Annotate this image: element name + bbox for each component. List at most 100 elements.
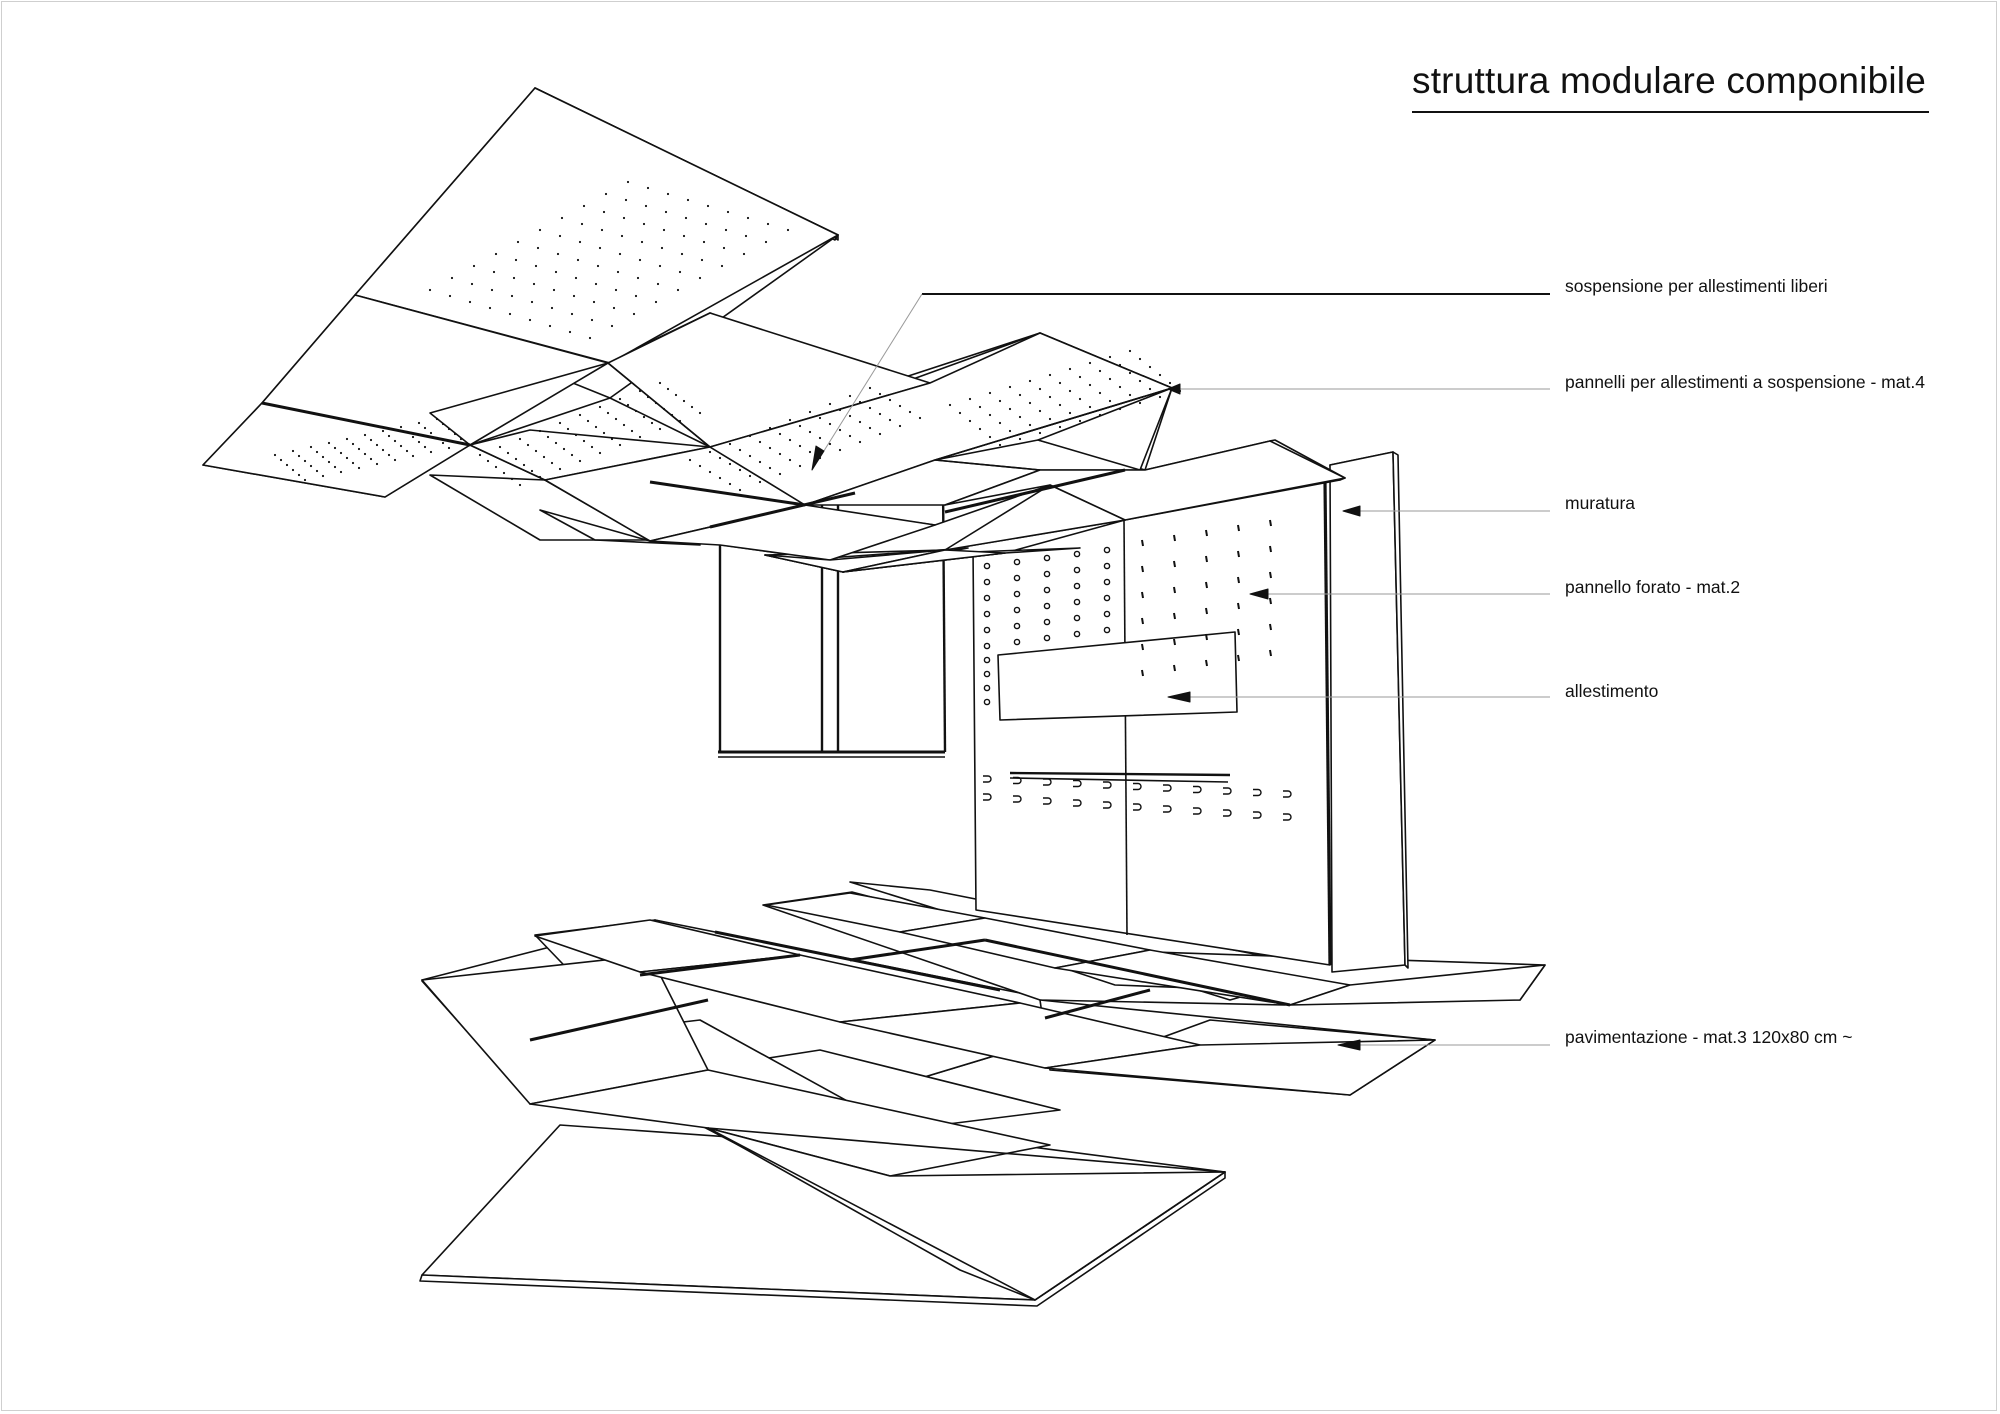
perforation-dot: [610, 324, 614, 328]
perforation-dot: [722, 246, 726, 250]
perforation-dot: [738, 468, 742, 472]
perforation-dot: [369, 438, 373, 442]
perforation-dot: [554, 441, 558, 445]
perforation-dot: [888, 418, 892, 422]
perforation-dot: [468, 300, 472, 304]
perforation-dot: [417, 440, 421, 444]
perforation-dot: [690, 405, 694, 409]
hook-icon: [1073, 799, 1082, 807]
perforation-dot: [602, 431, 606, 435]
perforation-dot: [918, 416, 922, 420]
perforation-dot: [708, 450, 712, 454]
perforation-dot: [678, 419, 682, 423]
peg-slit: [1141, 591, 1144, 599]
perforation-dot: [818, 416, 822, 420]
perforation-dot: [309, 464, 313, 468]
perforation-dot: [654, 300, 658, 304]
perforation-dot: [428, 288, 432, 292]
perforation-dot: [309, 445, 313, 449]
perforation-dot: [594, 425, 598, 429]
perforation-dot: [698, 276, 702, 280]
perforation-dot: [678, 270, 682, 274]
perforation-dot: [626, 180, 630, 184]
callout-display: allestimento: [1565, 681, 1659, 701]
perforation-dot: [748, 454, 752, 458]
perforation-dot: [650, 421, 654, 425]
perforation-dot: [1008, 407, 1012, 411]
perforation-dot: [1118, 407, 1122, 411]
perforation-dot: [908, 410, 912, 414]
floor-seams: [529, 930, 1291, 1042]
perforation-dot: [748, 434, 752, 438]
perforation-dot: [291, 449, 295, 453]
perforation-dot: [828, 442, 832, 446]
perforation-dot: [327, 441, 331, 445]
perforation-dot: [788, 458, 792, 462]
perforation-dot: [1158, 373, 1162, 377]
perforation-dot: [658, 381, 662, 385]
peg-hole: [983, 684, 991, 692]
perforation-dot: [578, 413, 582, 417]
peg-hole: [1103, 578, 1111, 586]
perforation-dot: [393, 439, 397, 443]
perforation-dot: [1068, 367, 1072, 371]
perforation-dot: [788, 438, 792, 442]
hook-icon: [983, 793, 992, 801]
perforation-dot: [1068, 389, 1072, 393]
perforation-dot: [988, 413, 992, 417]
perforation-dot: [1088, 361, 1092, 365]
perforation-dot: [626, 403, 630, 407]
perforation-dot: [514, 457, 518, 461]
perforation-dot: [572, 294, 576, 298]
perforation-dot: [486, 459, 490, 463]
perforation-dot: [606, 411, 610, 415]
perforation-dot: [644, 204, 648, 208]
perforation-dot: [798, 444, 802, 448]
perforation-dot: [798, 424, 802, 428]
perforation-dot: [808, 410, 812, 414]
perforation-dot: [646, 186, 650, 190]
perforation-dot: [558, 234, 562, 238]
peg-slit: [1173, 534, 1176, 542]
peg-hole: [1073, 614, 1081, 622]
perforation-dot: [1098, 413, 1102, 417]
perforation-dot: [327, 460, 331, 464]
perforation-dot: [560, 216, 564, 220]
perforation-dot: [828, 422, 832, 426]
perforation-dot: [1038, 409, 1042, 413]
perforation-dot: [818, 436, 822, 440]
perforation-dot: [550, 306, 554, 310]
perforation-dot: [453, 432, 457, 436]
perforation-dot: [411, 454, 415, 458]
perforation-dot: [1008, 429, 1012, 433]
perforation-dot: [748, 474, 752, 478]
drawing-title: struttura modulare componibile: [1412, 60, 1926, 101]
perforation-dot: [516, 240, 520, 244]
perforation-dot: [682, 234, 686, 238]
perforation-dot: [423, 445, 427, 449]
peg-slit: [1237, 524, 1240, 532]
hook-icon: [1223, 787, 1232, 795]
perforation-dot: [297, 454, 301, 458]
perforation-dot: [878, 412, 882, 416]
hook-icon: [1253, 788, 1262, 797]
perforation-dot: [1048, 373, 1052, 377]
peg-slit: [1269, 545, 1272, 553]
perforation-dot: [788, 418, 792, 422]
perforation-dot: [998, 421, 1002, 425]
perforation-dot: [978, 405, 982, 409]
peg-slit: [1205, 555, 1208, 563]
perforation-dot: [898, 404, 902, 408]
perforation-dot: [738, 448, 742, 452]
perforation-dot: [998, 443, 1002, 447]
callout-suspension: sospensione per allestimenti liberi: [1565, 276, 1828, 296]
perforation-dot: [642, 222, 646, 226]
perforation-dot: [702, 240, 706, 244]
peg-hole: [1043, 570, 1051, 578]
perforation-dot: [472, 264, 476, 268]
perforation-dot: [618, 443, 622, 447]
peg-hole: [1013, 622, 1021, 630]
perforation-dot: [1108, 355, 1112, 359]
hook-icon: [1163, 784, 1172, 792]
